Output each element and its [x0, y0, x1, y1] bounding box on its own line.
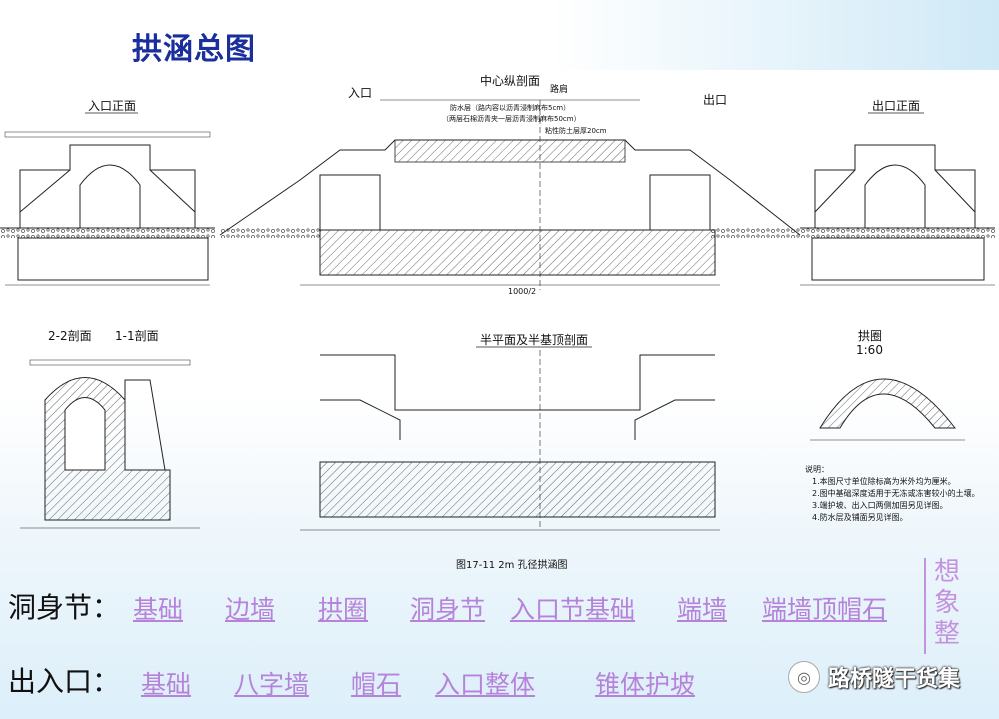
label-inlet-front: 入口正面	[88, 99, 136, 113]
culvert-drawing: 入口正面 中心纵剖面 入口 出口 路肩 防水层（路内容以沥青浸制麻布5cm） （…	[0, 73, 995, 571]
inlet-front-view: 入口正面	[0, 99, 215, 286]
link-end-wall-cap[interactable]: 端墙顶帽石	[762, 595, 888, 624]
body-row-head: 洞身节：	[8, 591, 121, 624]
header-band	[0, 0, 999, 70]
side-link-imagine[interactable]: 想象整	[933, 557, 960, 649]
label-waterproof-1: 防水层（路内容以沥青浸制麻布5cm）	[450, 103, 570, 112]
watermark-text: 路桥隧干货集	[828, 667, 961, 692]
label-arch-ring: 拱圈	[858, 329, 882, 343]
section-view: 2-2剖面 1-1剖面	[20, 329, 200, 529]
link-cap-stone[interactable]: 帽石	[351, 670, 402, 699]
notes-title: 说明：	[805, 464, 829, 474]
label-waterproof-2: （两层石棉沥青夹一层沥青浸制麻布50cm）	[442, 114, 581, 123]
link-inlet-whole[interactable]: 入口整体	[435, 670, 536, 699]
label-arch-scale: 1:60	[856, 343, 883, 357]
notes-block: 说明： 1.本图尺寸单位除标高为米外均为厘米。 2.图中基础深度适用于无冻或冻害…	[805, 464, 980, 522]
label-fill-note: 粘性防土层厚20cm	[545, 126, 607, 135]
link-body-foundation[interactable]: 基础	[133, 595, 184, 624]
link-side-wall[interactable]: 边墙	[225, 595, 276, 624]
arch-ring-view: 拱圈 1:60	[810, 329, 965, 441]
label-inlet: 入口	[348, 86, 372, 100]
outlet-front-view: 出口正面	[800, 99, 995, 286]
link-body-section[interactable]: 洞身节	[410, 595, 486, 624]
link-arch-ring[interactable]: 拱圈	[318, 595, 369, 624]
center-section-view: 中心纵剖面 入口 出口 路肩 防水层（路内容以沥青浸制麻布5cm） （两层石棉沥…	[219, 73, 801, 296]
label-section-22: 2-2剖面	[48, 329, 92, 343]
portal-row: 出入口：	[8, 658, 124, 702]
portal-row-head: 出入口：	[8, 665, 121, 698]
link-end-wall[interactable]: 端墙	[677, 595, 728, 624]
body-row: 洞身节：	[8, 584, 124, 628]
note-3: 3.端护坡、出入口两侧加固另见详图。	[812, 500, 948, 510]
label-outlet: 出口	[703, 93, 727, 107]
label-center-section: 中心纵剖面	[480, 73, 540, 88]
link-inlet-foundation[interactable]: 入口节基础	[510, 595, 636, 624]
dim-long: 1000/2	[508, 287, 536, 296]
note-1: 1.本图尺寸单位除标高为米外均为厘米。	[812, 476, 956, 486]
label-half-plan: 半平面及半基顶剖面	[480, 333, 588, 347]
side-bar	[924, 558, 926, 654]
label-section-11: 1-1剖面	[115, 329, 159, 343]
page-title: 拱涵总图	[132, 32, 256, 67]
note-2: 2.图中基础深度适用于无冻或冻害较小的土壤。	[812, 488, 980, 498]
link-wing-wall[interactable]: 八字墙	[234, 670, 310, 699]
link-cone-slope[interactable]: 锥体护坡	[595, 670, 696, 699]
label-road-edge: 路肩	[550, 83, 568, 95]
half-plan-view: 半平面及半基顶剖面	[300, 333, 720, 531]
watermark: ◎ 路桥隧干货集	[788, 661, 960, 693]
note-4: 4.防水层及铺面另见详图。	[812, 512, 908, 522]
figure-caption: 图17-11 2m 孔径拱涵图	[456, 558, 568, 571]
label-outlet-front: 出口正面	[872, 99, 920, 113]
wechat-icon: ◎	[788, 661, 820, 693]
link-portal-foundation[interactable]: 基础	[141, 670, 192, 699]
